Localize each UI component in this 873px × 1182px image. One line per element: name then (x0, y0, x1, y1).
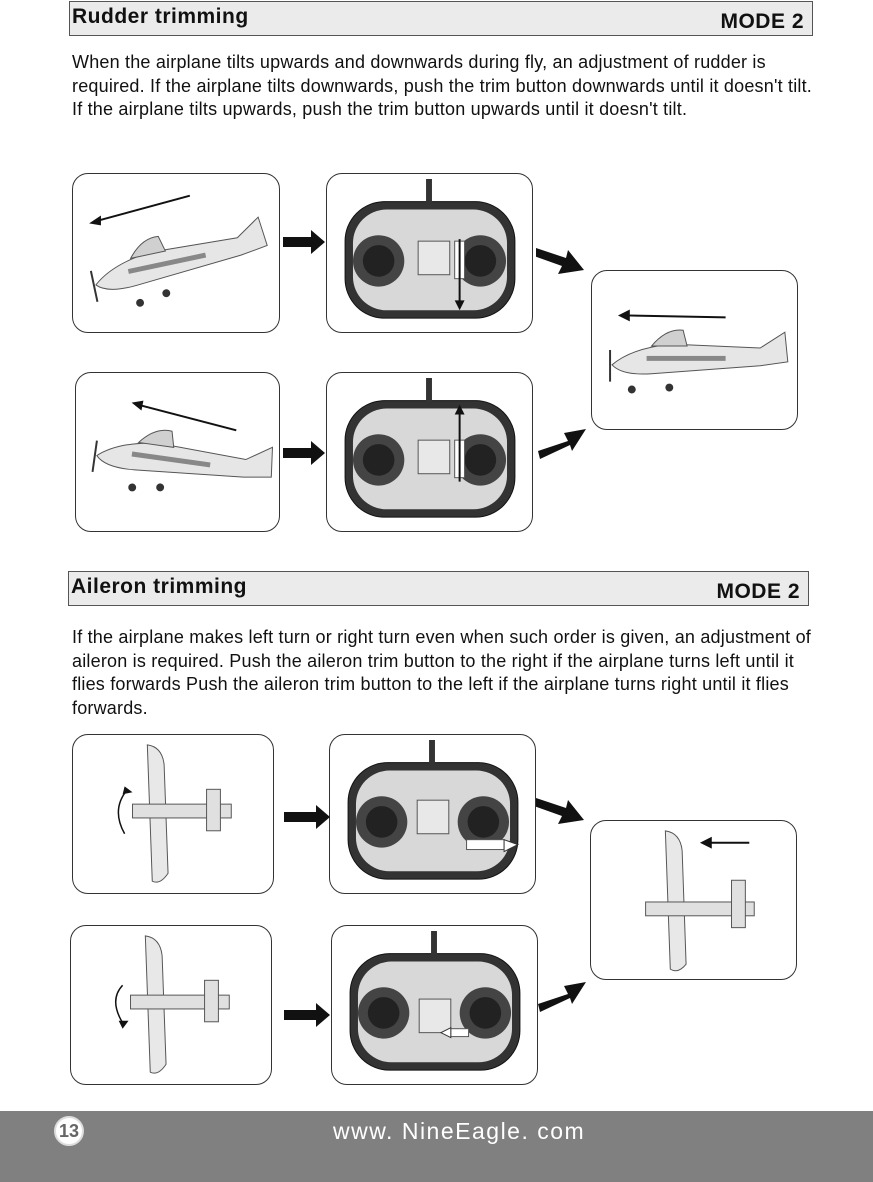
figure-plane-tilt-up (75, 372, 280, 532)
rudder-instructions: When the airplane tilts upwards and down… (72, 52, 813, 119)
airplane-top-icon (114, 935, 230, 1074)
figure-transmitter-trim-left (331, 925, 538, 1085)
right-arrow-icon (284, 1003, 330, 1027)
section-title: Aileron trimming (71, 575, 248, 598)
figure-plane-straight (590, 820, 797, 980)
transmitter-icon (347, 739, 520, 880)
diagonal-down-arrow-icon (536, 248, 584, 274)
section-header-rudder: Rudder trimming MODE 2 (69, 1, 813, 36)
right-arrow-icon (283, 230, 325, 254)
mode-label: MODE 2 (716, 580, 800, 603)
right-arrow-icon (284, 805, 330, 829)
figure-plane-turn-right (70, 925, 272, 1085)
page-number: 13 (54, 1116, 84, 1146)
diagonal-down-arrow-icon (536, 798, 584, 824)
figure-plane-tilt-down (72, 173, 280, 333)
transmitter-icon (344, 178, 516, 319)
figure-plane-level (591, 270, 798, 430)
figure-transmitter-trim-up (326, 372, 533, 532)
diagonal-up-arrow-icon (538, 982, 586, 1012)
transmitter-icon (349, 930, 521, 1071)
section-title: Rudder trimming (72, 5, 249, 28)
figure-transmitter-trim-right (329, 734, 536, 894)
footer-bar: 13 www. NineEagle. com (0, 1111, 873, 1182)
mode-label: MODE 2 (720, 10, 804, 33)
section-header-aileron: Aileron trimming MODE 2 (68, 571, 809, 606)
figure-plane-turn-left (72, 734, 274, 894)
right-arrow-icon (283, 441, 325, 465)
figure-transmitter-trim-down (326, 173, 533, 333)
airplane-side-icon (91, 400, 274, 492)
airplane-side-icon (609, 309, 789, 394)
airplane-top-icon (117, 744, 232, 883)
website-link[interactable]: www. NineEagle. com (333, 1118, 586, 1144)
transmitter-icon (344, 377, 516, 518)
airplane-side-icon (89, 194, 268, 307)
diagonal-up-arrow-icon (538, 429, 586, 459)
aileron-instructions: If the airplane makes left turn or right… (72, 627, 811, 718)
airplane-top-icon (645, 830, 755, 972)
